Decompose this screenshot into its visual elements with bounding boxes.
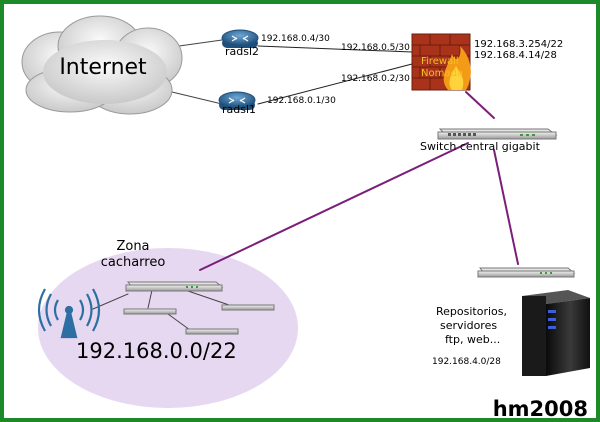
servers-label-line1: Repositorios,	[436, 305, 507, 318]
internet-cloud-icon	[21, 15, 183, 115]
links	[92, 39, 519, 331]
firewall-link-ip-1: 192.168.0.5/30	[341, 43, 410, 53]
firewall-link-ip-2: 192.168.0.2/30	[341, 74, 410, 84]
zona-label-line2: cacharreo	[101, 255, 166, 270]
switch-central-icon	[437, 128, 558, 140]
firewall-icon	[411, 33, 471, 91]
switch-servers-icon	[477, 267, 576, 278]
firewall-label-line2: Nomada	[421, 68, 463, 79]
switch-zona-small-3-icon	[185, 328, 239, 335]
switch-zona-small-1-icon	[123, 308, 177, 315]
router-radsl1-label: radsl1	[222, 103, 256, 116]
router-radsl2-label: radsl2	[225, 45, 259, 58]
router-radsl1-icon	[218, 91, 256, 110]
servers-label-line2: servidores	[440, 319, 497, 332]
zona-cacharreo-area	[38, 248, 298, 408]
wifi-antenna-icon	[37, 288, 101, 339]
zona-network: 192.168.0.0/22	[76, 339, 237, 363]
firewall-lan-ip-2: 192.168.4.14/28	[474, 50, 557, 61]
switch-zona-small-2-icon	[221, 304, 275, 311]
switch-central-label: Switch central gigabit	[420, 140, 541, 153]
server-tower-icon	[522, 290, 590, 376]
firewall-lan-ip-1: 192.168.3.254/22	[474, 39, 563, 50]
credit-label: hm2008	[493, 397, 588, 421]
zona-label-line1: Zona	[116, 239, 149, 254]
switch-zona-main-icon	[125, 281, 224, 292]
router-radsl2-ip: 192.168.0.4/30	[261, 34, 330, 44]
router-radsl1-ip: 192.168.0.1/30	[267, 96, 336, 106]
router-radsl2-icon	[221, 29, 259, 48]
servers-network: 192.168.4.0/28	[432, 357, 501, 367]
internet-label: Internet	[59, 55, 147, 80]
servers-label-line3: ftp, web...	[445, 333, 500, 346]
firewall-label-line1: Firewall	[421, 56, 459, 67]
